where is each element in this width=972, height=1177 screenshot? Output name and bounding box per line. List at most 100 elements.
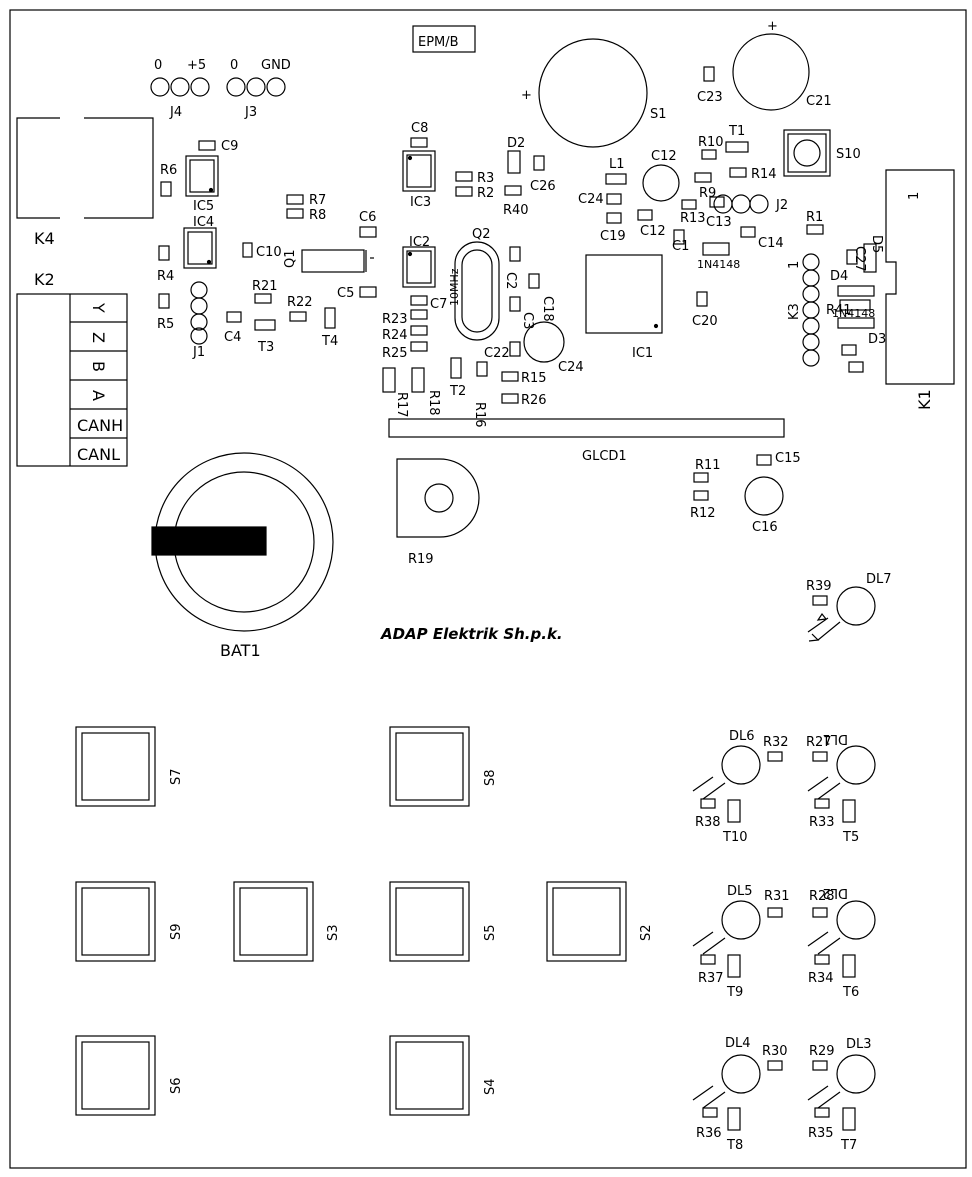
smd-pad	[837, 317, 875, 329]
part-label: C15	[775, 451, 801, 466]
smd-pad	[410, 295, 428, 306]
part-label: T4	[321, 334, 338, 349]
smd-pad	[254, 319, 276, 331]
led-dl1: DL1	[807, 731, 876, 800]
svg-text:IC4: IC4	[193, 215, 214, 230]
part-label: R6	[160, 163, 177, 178]
led-dl2: DL2	[807, 885, 876, 955]
smd-pad	[841, 344, 857, 356]
svg-text:DL3: DL3	[846, 1037, 872, 1052]
smd-pad	[812, 1060, 828, 1071]
part-label: C24	[578, 192, 604, 207]
smd-pad	[501, 371, 519, 382]
smd-pad	[254, 293, 272, 304]
smd-pad	[411, 367, 425, 393]
svg-text:S2: S2	[639, 924, 654, 941]
smd-pad	[812, 907, 828, 918]
svg-text:K1: K1	[915, 389, 934, 410]
part-label: R5	[157, 317, 174, 332]
ic2: IC2	[402, 235, 436, 288]
cap-c16: C16	[744, 476, 784, 535]
smd-pad	[767, 1060, 783, 1071]
part-label: T1	[728, 124, 745, 139]
svg-text:DL7: DL7	[866, 572, 892, 587]
connector-k4: K4	[16, 117, 154, 248]
switch-s7: S7	[75, 726, 184, 807]
smd-pad	[814, 798, 830, 809]
svg-text:S9: S9	[169, 923, 184, 940]
smd-pad	[637, 209, 653, 221]
smd-pad	[289, 311, 307, 322]
part-label: C3	[520, 312, 535, 329]
led-dl4: DL4	[692, 1036, 761, 1109]
part-label: T2	[449, 384, 466, 399]
part-label: C22	[484, 346, 510, 361]
smd-pad	[158, 245, 170, 261]
k4-label: K4	[34, 229, 55, 248]
switch-s2: S2	[546, 881, 654, 962]
part-label: T5	[842, 830, 859, 845]
smd-pad	[242, 242, 253, 258]
connector-k1: 1 K1	[885, 169, 955, 410]
smd-pad	[226, 311, 242, 323]
part-label: R15	[521, 371, 547, 386]
svg-text:R19: R19	[408, 552, 434, 567]
part-label: D4	[830, 269, 848, 284]
svg-text:S4: S4	[483, 1078, 498, 1095]
part-label: R21	[252, 279, 278, 294]
part-label: T10	[722, 830, 747, 845]
part-label: C5	[337, 286, 354, 301]
part-label: C12	[640, 224, 666, 239]
transistor-q1: Q1	[283, 249, 374, 273]
j3-pin-0: 0	[230, 58, 238, 73]
part-label: R17	[394, 392, 409, 418]
smd-pad	[509, 341, 521, 357]
switch-s4: S4	[389, 1035, 498, 1116]
part-label: T7	[840, 1138, 857, 1153]
smd-pad	[501, 393, 519, 404]
part-label: R28	[809, 889, 835, 904]
smd-pad	[160, 181, 172, 197]
diode-body	[702, 242, 730, 256]
k2-terminal-z: Z	[89, 332, 108, 343]
board-title: EPM/B	[418, 35, 459, 50]
part-label: R23	[382, 312, 408, 327]
part-label: C4	[224, 330, 241, 345]
svg-text:J2: J2	[775, 198, 788, 213]
svg-text:+: +	[767, 19, 778, 34]
smd-pad	[767, 907, 783, 918]
part-label: R14	[751, 167, 777, 182]
smd-pad	[286, 208, 304, 219]
smd-pad	[756, 454, 772, 466]
smd-pad	[727, 1107, 741, 1131]
svg-text:GLCD1: GLCD1	[582, 449, 627, 464]
svg-text:1: 1	[907, 192, 922, 200]
smd-pad	[606, 212, 622, 224]
k2-terminal-y: Y	[89, 302, 108, 313]
smd-pad	[158, 293, 170, 309]
part-label: C14	[758, 236, 784, 251]
part-label: R16	[472, 402, 487, 428]
smd-pad	[727, 954, 741, 978]
svg-text:S10: S10	[836, 147, 861, 162]
part-label: R22	[287, 295, 313, 310]
title-box	[412, 25, 476, 53]
k2-terminal-canl: CANL	[77, 445, 120, 464]
smd-pad	[702, 1107, 718, 1118]
part-label: R7	[309, 193, 326, 208]
part-label: D2	[507, 136, 525, 151]
smd-pad	[509, 246, 521, 262]
svg-text:DL5: DL5	[727, 884, 753, 899]
part-label: R3	[477, 171, 494, 186]
j3-label: J3	[244, 105, 257, 120]
svg-text:S3: S3	[326, 924, 341, 941]
smd-pad	[727, 799, 741, 823]
part-label: C23	[697, 90, 723, 105]
led-dl5: DL5	[692, 884, 761, 955]
part-label: R11	[695, 458, 721, 473]
j3-pin-gnd: GND	[261, 58, 291, 73]
smd-pad	[696, 291, 708, 307]
smd-pad	[700, 954, 716, 965]
smd-pad	[382, 367, 396, 393]
